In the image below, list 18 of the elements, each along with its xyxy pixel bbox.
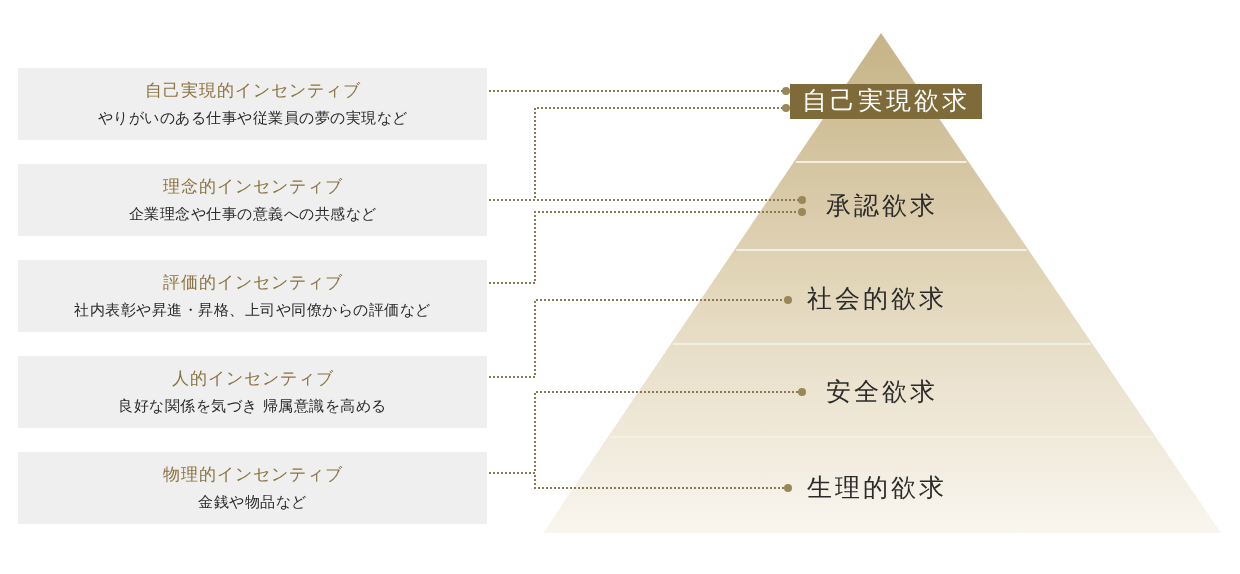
card-description: 金銭や物品など (198, 492, 307, 513)
card-heading: 評価的インセンティブ (162, 271, 343, 294)
highlighted-level-label: 自己実現欲求 (790, 84, 982, 119)
connector-line (488, 208, 806, 284)
card-description: 社内表彰や昇進・昇格、上司や同僚からの評価など (74, 300, 431, 321)
level-label: 社会的欲求 (792, 282, 962, 318)
card-description: 企業理念や仕事の意義への共感など (128, 204, 377, 225)
card-description: 良好な関係を気づき 帰属意識を高める (118, 396, 387, 417)
card-heading: 理念的インセンティブ (162, 175, 343, 198)
level-label: 承認欲求 (806, 189, 958, 225)
card-description: やりがいのある仕事や従業員の夢の実現など (97, 108, 408, 129)
card-heading: 物理的インセンティブ (162, 463, 343, 486)
connector-line (488, 87, 790, 95)
card-heading: 自己実現的インセンティブ (144, 79, 361, 102)
connector-line (488, 296, 792, 378)
card-heading: 人的インセンティブ (171, 367, 334, 390)
level-label: 生理的欲求 (792, 471, 962, 507)
level-label: 安全欲求 (806, 375, 958, 411)
